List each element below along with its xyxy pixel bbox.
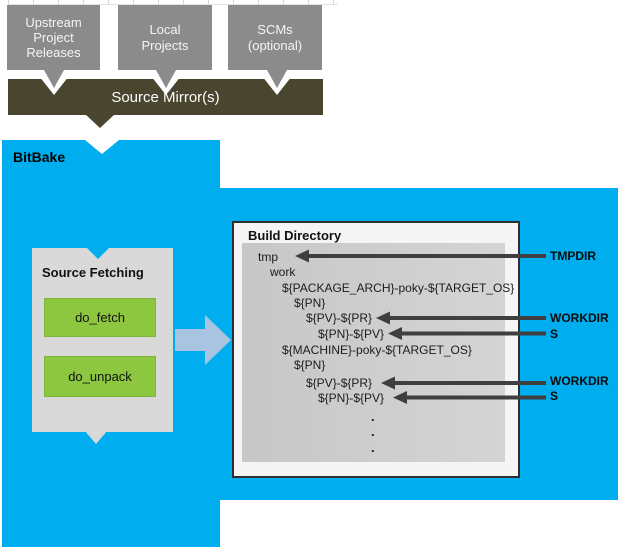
- s1-arrowhead: [388, 327, 402, 340]
- upstream-project-releases-label: Upstream Project Releases: [25, 14, 82, 61]
- do-unpack-label: do_unpack: [68, 369, 132, 384]
- local-projects-box: Local Projects: [118, 5, 212, 70]
- tree-item-pn-1: ${PN}: [294, 296, 326, 310]
- tmpdir-arrowhead: [295, 249, 309, 263]
- source-fetching-box: [32, 248, 173, 432]
- source-fetching-bottom-tail: [85, 431, 107, 444]
- do-fetch-label: do_fetch: [75, 310, 125, 325]
- tree-item-pv-pr-2: ${PV}-${PR}: [306, 376, 373, 390]
- tree-item-machine: ${MACHINE}-poky-${TARGET_OS}: [282, 343, 472, 357]
- bitbake-title: BitBake: [13, 149, 66, 165]
- s1-label: S: [550, 327, 559, 341]
- tree-item-work: work: [270, 265, 296, 279]
- scms-optional-box: SCMs (optional): [228, 5, 322, 70]
- mirror-down-tail: [85, 114, 115, 128]
- tail-upstream: [44, 70, 64, 88]
- source-mirror-label: Source Mirror(s): [111, 88, 220, 106]
- do-unpack-box: do_unpack: [44, 356, 156, 397]
- ellipsis-dot: .: [371, 424, 375, 439]
- workdir1-label: WORKDIR: [550, 311, 609, 325]
- tmpdir-label: TMPDIR: [550, 249, 596, 263]
- s2-arrowhead: [393, 391, 407, 404]
- workdir2-label: WORKDIR: [550, 374, 609, 388]
- workdir1-arrowhead: [376, 311, 390, 325]
- workdir2-arrowhead: [381, 376, 395, 390]
- build-directory-title: Build Directory: [248, 228, 342, 243]
- tree-item-pn-pv-1: ${PN}-${PV}: [318, 327, 385, 341]
- local-projects-label: Local Projects: [141, 22, 189, 53]
- source-fetching-title: Source Fetching: [42, 265, 144, 280]
- do-fetch-box: do_fetch: [44, 298, 156, 337]
- fetch-to-builddir-block-arrow: [175, 315, 231, 365]
- source-fetching-top-notch: [87, 248, 109, 259]
- tail-scms: [267, 70, 287, 88]
- scms-optional-label: SCMs (optional): [247, 22, 303, 53]
- tail-local: [156, 70, 176, 88]
- build-directory-tree-panel: [242, 243, 505, 462]
- tree-item-tmp: tmp: [258, 250, 279, 264]
- tree-item-pn-2: ${PN}: [294, 358, 326, 372]
- tree-item-pn-pv-2: ${PN}-${PV}: [318, 391, 385, 405]
- ellipsis-dot: .: [371, 440, 375, 455]
- tree-item-package-arch: ${PACKAGE_ARCH}-poky-${TARGET_OS}: [282, 281, 515, 295]
- s2-label: S: [550, 389, 559, 403]
- ruler-ticks: [8, 0, 338, 5]
- ellipsis-dot: .: [371, 409, 375, 424]
- upstream-project-releases-box: Upstream Project Releases: [7, 5, 100, 70]
- tree-item-pv-pr-1: ${PV}-${PR}: [306, 311, 373, 325]
